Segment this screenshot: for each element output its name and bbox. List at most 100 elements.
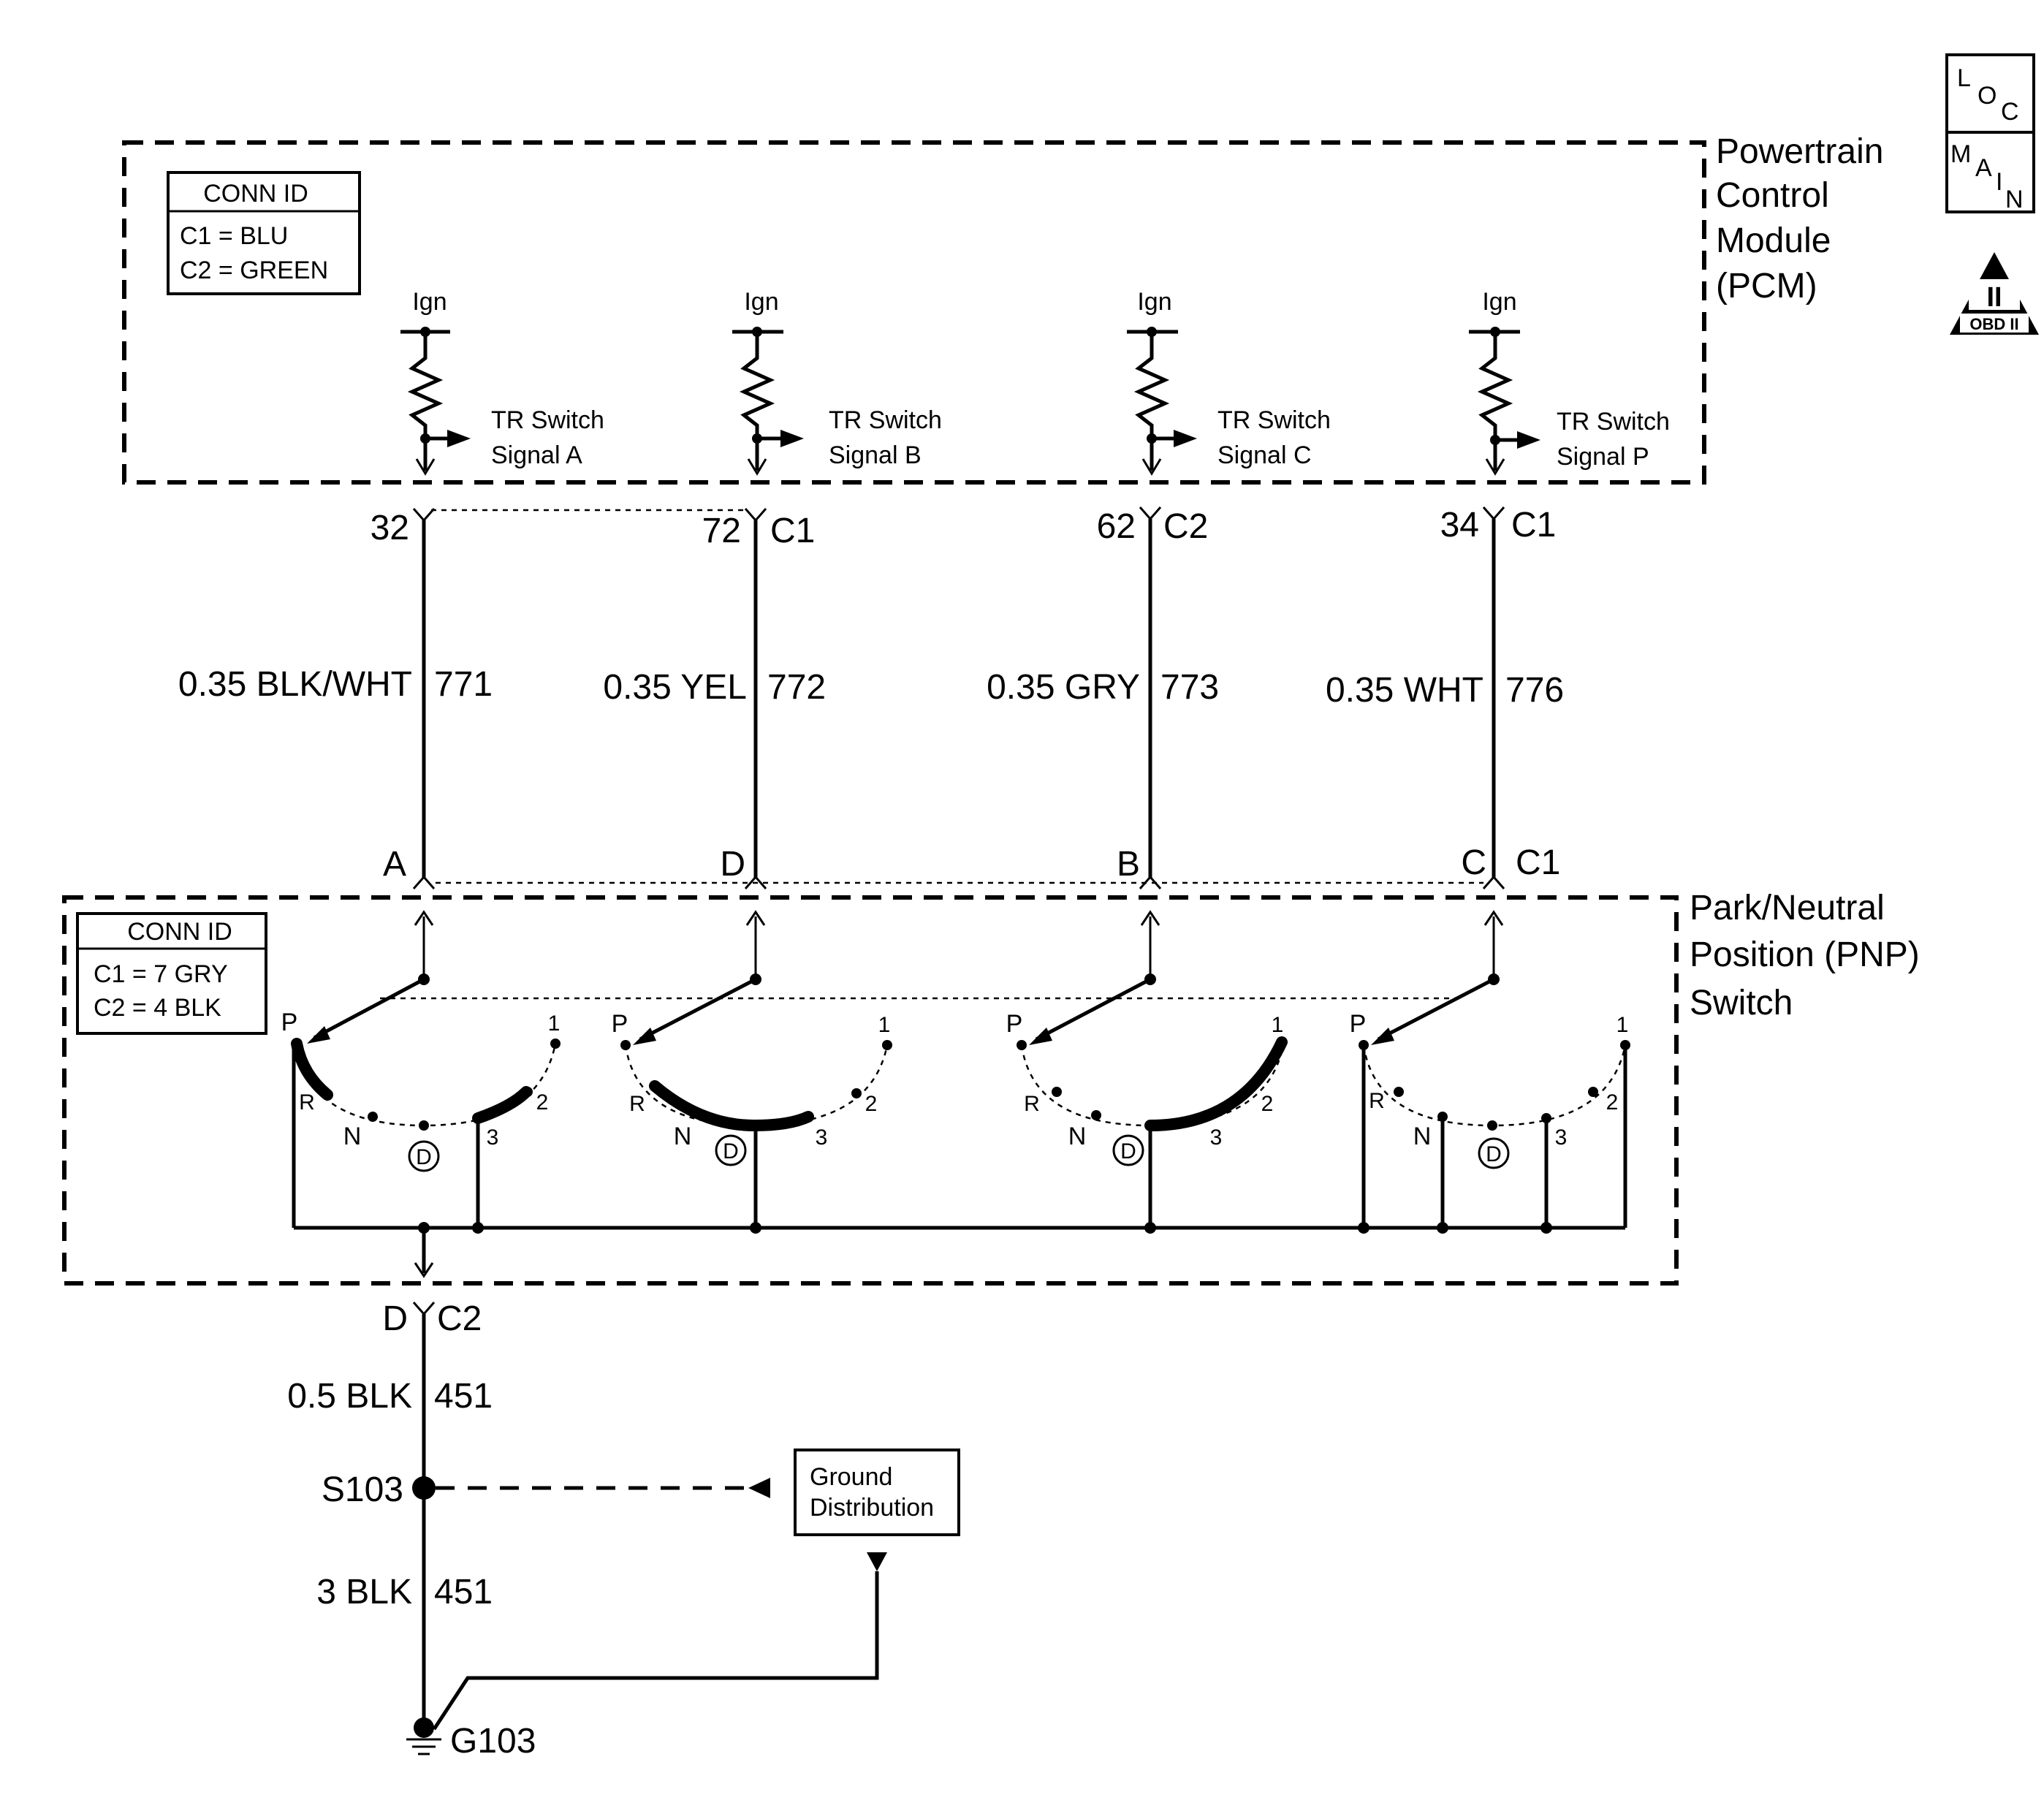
- position-1: 1: [1272, 1013, 1284, 1037]
- wire-circuit-number: 771: [434, 665, 493, 704]
- loc-icon[interactable]: L O C: [1945, 53, 2035, 136]
- position-n: N: [674, 1123, 692, 1150]
- loc-icon-letter-l: L: [1957, 64, 1971, 92]
- ground-distribution-return: [432, 1552, 887, 1731]
- pcm-connector-label: C2: [1163, 507, 1208, 546]
- ground-pin-letter: D: [382, 1299, 408, 1338]
- wire-gauge-color: 0.35 YEL: [603, 668, 747, 707]
- obd-ii-label: OBD II: [1969, 315, 2018, 333]
- main-icon[interactable]: M A I N: [1945, 131, 2035, 213]
- wire-circuit-number: 451: [434, 1573, 493, 1611]
- pcm-title: Powertrain Control Module (PCM): [1716, 132, 1883, 305]
- signal-b-label-2: Signal B: [829, 441, 922, 469]
- pnp-switch-b: P R N D 3 2 1: [1006, 910, 1288, 1228]
- wire-circuit-number: 773: [1160, 668, 1219, 707]
- signal-b-label-1: TR Switch: [829, 406, 942, 434]
- pcm-pin-number: 34: [1440, 506, 1479, 544]
- ground-g103: G103: [406, 1717, 536, 1761]
- pcm-signal-c: Ign TR Switch Signal C: [1127, 288, 1331, 476]
- pnp-ground-bus: [294, 1222, 1625, 1278]
- pcm-pin-number: 32: [371, 509, 409, 547]
- ign-label: Ign: [1137, 288, 1171, 316]
- pnp-pin-letter: A: [383, 845, 406, 884]
- pcm-signal-a: Ign TR Switch Signal A: [400, 288, 604, 476]
- wire-772: 0.35 YEL 772: [603, 520, 826, 878]
- position-1: 1: [548, 1011, 561, 1036]
- wire-circuit-number: 776: [1505, 671, 1564, 710]
- signal-c-label-2: Signal C: [1217, 441, 1312, 469]
- pnp-title: Park/Neutral Position (PNP) Switch: [1690, 889, 1920, 1022]
- position-d: D: [1120, 1139, 1136, 1163]
- position-3: 3: [1555, 1125, 1568, 1150]
- ground-distribution-box[interactable]: Ground Distribution: [794, 1449, 960, 1536]
- position-1: 1: [1616, 1013, 1629, 1037]
- obd-ii-icon[interactable]: II OBD II: [1950, 252, 2039, 335]
- main-icon-letter-m: M: [1950, 140, 1971, 168]
- ground-distribution-line-2: Distribution: [810, 1494, 934, 1522]
- pnp-pin-d-c2: D C2: [382, 1299, 482, 1338]
- main-icon-letter-a: A: [1975, 154, 1992, 182]
- position-n: N: [343, 1123, 362, 1150]
- pnp-pin-letter: D: [720, 845, 745, 884]
- position-p: P: [281, 1009, 298, 1036]
- position-2: 2: [536, 1090, 549, 1115]
- loc-icon-letter-o: O: [1977, 82, 1996, 110]
- pnp-conn-id-c2: C2 = 4 BLK: [94, 994, 221, 1022]
- pcm-conn-id-c2: C2 = GREEN: [180, 257, 328, 284]
- pnp-conn-id-table: CONN ID C1 = 7 GRY C2 = 4 BLK: [76, 912, 267, 1035]
- wire-gauge-color: 0.35 BLK/WHT: [178, 665, 412, 704]
- wire-gauge-color: 0.35 WHT: [1326, 671, 1483, 710]
- pnp-switch-a: P R N D 3 2 1: [281, 910, 561, 1228]
- pnp-pin-letter: B: [1117, 845, 1140, 884]
- wire-451-lower: 3 BLK 451: [316, 1488, 493, 1728]
- pcm-pin-number: 72: [702, 512, 741, 550]
- pnp-conn-id-c1: C1 = 7 GRY: [94, 960, 228, 988]
- pnp-pin-c: C C1: [1461, 843, 1560, 889]
- position-r: R: [299, 1090, 315, 1115]
- obd-ii-numeral: II: [1986, 282, 2002, 313]
- pcm-title-line-4: (PCM): [1716, 267, 1817, 305]
- wire-gauge-color: 3 BLK: [316, 1573, 412, 1611]
- wire-gauge-color: 0.35 GRY: [987, 668, 1140, 707]
- wire-circuit-number: 451: [434, 1377, 493, 1416]
- pcm-conn-id-c1: C1 = BLU: [180, 222, 288, 250]
- pcm-title-line-2: Control: [1716, 176, 1829, 215]
- position-r: R: [1369, 1089, 1385, 1113]
- pnp-title-line-1: Park/Neutral: [1690, 889, 1885, 927]
- pcm-connector-label: C1: [770, 512, 815, 550]
- ign-label: Ign: [744, 288, 778, 316]
- position-r: R: [629, 1092, 645, 1116]
- signal-a-label-2: Signal A: [491, 441, 582, 469]
- position-p: P: [1006, 1010, 1023, 1038]
- pcm-pin-72: 72 C1: [702, 508, 815, 550]
- pnp-outline: [62, 895, 1679, 1286]
- pcm-title-line-1: Powertrain: [1716, 132, 1883, 171]
- position-p: P: [1350, 1010, 1367, 1038]
- position-n: N: [1413, 1123, 1432, 1150]
- position-2: 2: [1606, 1090, 1619, 1115]
- pnp-title-line-3: Switch: [1690, 984, 1793, 1022]
- position-d: D: [1486, 1142, 1502, 1166]
- pnp-connector-label: C1: [1516, 843, 1560, 882]
- pcm-signal-b: Ign TR Switch Signal B: [732, 288, 942, 476]
- pcm-outline: [122, 140, 1706, 485]
- main-icon-letter-i: I: [1996, 168, 2002, 196]
- signal-p-label-1: TR Switch: [1557, 408, 1670, 436]
- position-d: D: [723, 1139, 739, 1163]
- splice-s103: S103: [322, 1470, 770, 1509]
- pcm-title-line-3: Module: [1716, 221, 1831, 260]
- position-3: 3: [487, 1125, 499, 1150]
- pnp-switch-d: P R N D 3 2 1: [612, 910, 892, 1228]
- ign-label: Ign: [1482, 288, 1516, 316]
- pcm-pin-34: 34 C1: [1440, 506, 1557, 544]
- signal-a-label-1: TR Switch: [491, 406, 604, 434]
- pnp-pin-b: B: [1117, 845, 1162, 889]
- position-p: P: [612, 1010, 628, 1038]
- signal-p-label-2: Signal P: [1557, 443, 1649, 471]
- position-d: D: [416, 1145, 432, 1169]
- position-2: 2: [1261, 1092, 1274, 1116]
- wire-773: 0.35 GRY 773: [987, 519, 1219, 878]
- pnp-pin-a: A: [383, 845, 436, 889]
- pcm-connector-label: C1: [1511, 506, 1556, 544]
